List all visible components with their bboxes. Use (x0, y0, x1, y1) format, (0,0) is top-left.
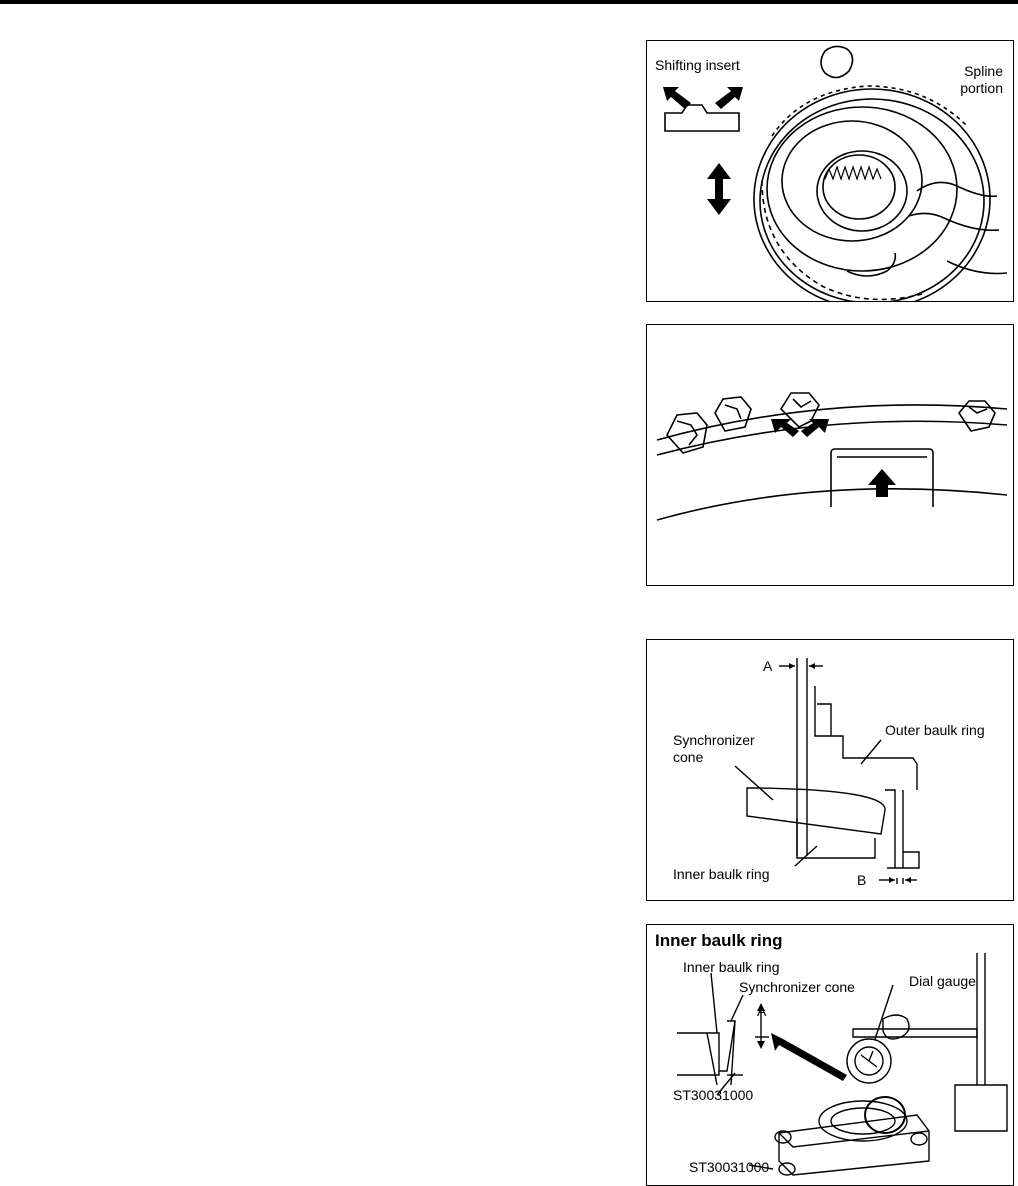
figure-clearance-diagram: A Outer baulk ring Synchronizer cone Inn… (646, 639, 1014, 901)
shifting-insert-illustration (663, 45, 1008, 301)
synchronizer-cone-label-line1: Synchronizer (673, 732, 755, 748)
tool-number-label-lower: ST30031000 (689, 1159, 770, 1175)
outer-baulk-ring-label: Outer baulk ring (885, 722, 985, 738)
spline-portion-label-line1: Spline (964, 63, 1003, 79)
dimension-a-label: A (763, 658, 773, 674)
inner-baulk-ring-label: Inner baulk ring (683, 959, 780, 975)
dial-gauge-illustration (677, 953, 1008, 1176)
shifting-insert-label: Shifting insert (655, 57, 740, 73)
synchronizer-cone-label: Synchronizer cone (739, 979, 855, 995)
clearance-cross-section (734, 658, 920, 884)
figure-shifting-insert: Shifting insert Spline portion (646, 40, 1014, 302)
figure-inner-baulk-ring-measurement: Inner baulk ring Inner baulk ring Synchr… (646, 924, 1014, 1186)
inner-baulk-ring-label: Inner baulk ring (673, 866, 770, 882)
tool-number-label-upper: ST30031000 (673, 1087, 754, 1103)
top-rule (0, 0, 1018, 4)
dial-gauge-label: Dial gauge (909, 973, 976, 989)
dimension-b-label: B (857, 872, 867, 888)
dimension-a-label: A (757, 1003, 767, 1019)
spline-portion-label-line2: portion (960, 80, 1003, 96)
teeth-insert-illustration (656, 392, 1008, 521)
figure-teeth-insert-check (646, 324, 1014, 586)
figure-title: Inner baulk ring (655, 931, 783, 950)
synchronizer-cone-label-line2: cone (673, 749, 704, 765)
